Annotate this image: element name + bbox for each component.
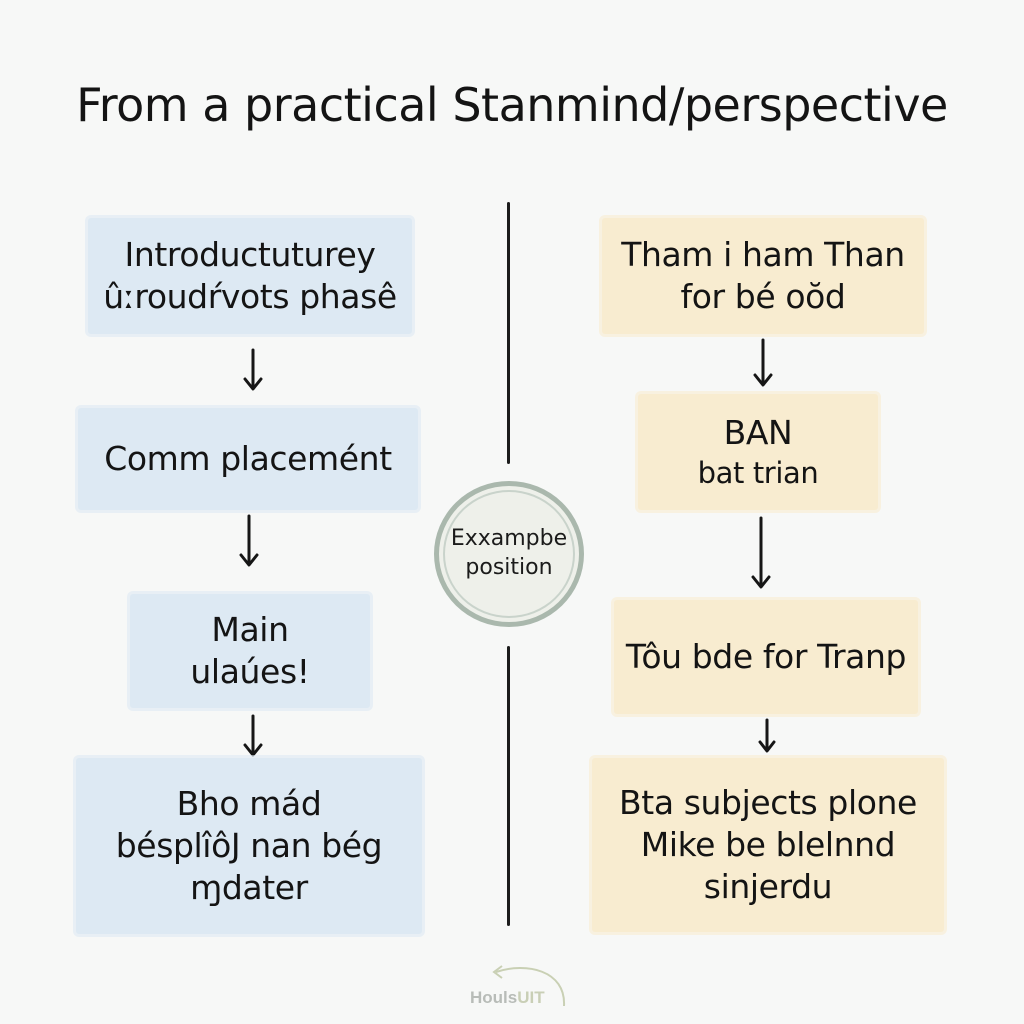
- logo-text-accent: UIT: [517, 988, 545, 1007]
- center-node-text-line: position: [465, 555, 553, 580]
- left-box-introductory-phase: Introductuturey ûːroudŕvots phasê: [88, 218, 412, 334]
- box-text-line: bat trian: [697, 455, 819, 490]
- divider-bottom: [507, 646, 510, 926]
- down-arrow-icon: [238, 514, 260, 568]
- center-node-text-line: Exxampbe: [450, 526, 568, 552]
- down-arrow-icon: [750, 516, 772, 590]
- box-text-line: ɱdater: [190, 868, 308, 908]
- down-arrow-icon: [242, 348, 264, 392]
- right-box-final: Bta subjects plone Mike be blelnnd sinje…: [592, 758, 944, 932]
- down-arrow-icon: [242, 714, 264, 758]
- box-text-line: ûːroudŕvots phasê: [103, 277, 397, 316]
- divider-top: [507, 202, 510, 464]
- down-arrow-icon: [752, 338, 774, 388]
- down-arrow-icon: [756, 718, 778, 754]
- box-text-line: sinjerdu: [703, 867, 833, 907]
- right-box-ban: BAN bat trian: [638, 394, 878, 510]
- box-text-line: Introductuturey: [124, 234, 376, 274]
- center-node: Exxampbe position: [434, 481, 584, 627]
- box-text-line: Main: [211, 609, 289, 649]
- box-text-line: Mike be blelnnd: [640, 824, 896, 864]
- box-text-line: Bho mád: [176, 783, 322, 823]
- box-text-line: Comm placemént: [104, 438, 392, 478]
- box-text-line: Tham i ham Than: [621, 234, 905, 274]
- left-box-main-values: Main ulaúes!: [130, 594, 370, 708]
- logo: HoulsUIT: [466, 962, 576, 1012]
- diagram-title: From a practical Stanmind/perspective: [76, 78, 948, 132]
- right-box-third: Tôu bde for Tranp: [614, 600, 918, 714]
- right-box-first: Tham i ham Than for bé oŏd: [602, 218, 924, 334]
- box-text-line: bésplîôJ nan bég: [115, 825, 383, 865]
- left-box-final: Bho mád bésplîôJ nan bég ɱdater: [76, 758, 422, 934]
- curved-arrow-icon: [492, 965, 566, 1007]
- box-text-line: for bé oŏd: [680, 277, 846, 316]
- logo-text-main: Houls: [470, 988, 518, 1007]
- box-text-line: BAN: [723, 413, 793, 453]
- box-text-line: Tôu bde for Tranp: [625, 636, 907, 676]
- box-text-line: Bta subjects plone: [619, 782, 917, 822]
- left-box-placement: Comm placemént: [78, 408, 418, 510]
- box-text-line: ulaúes!: [190, 652, 310, 691]
- logo-text: HoulsUIT: [470, 988, 545, 1008]
